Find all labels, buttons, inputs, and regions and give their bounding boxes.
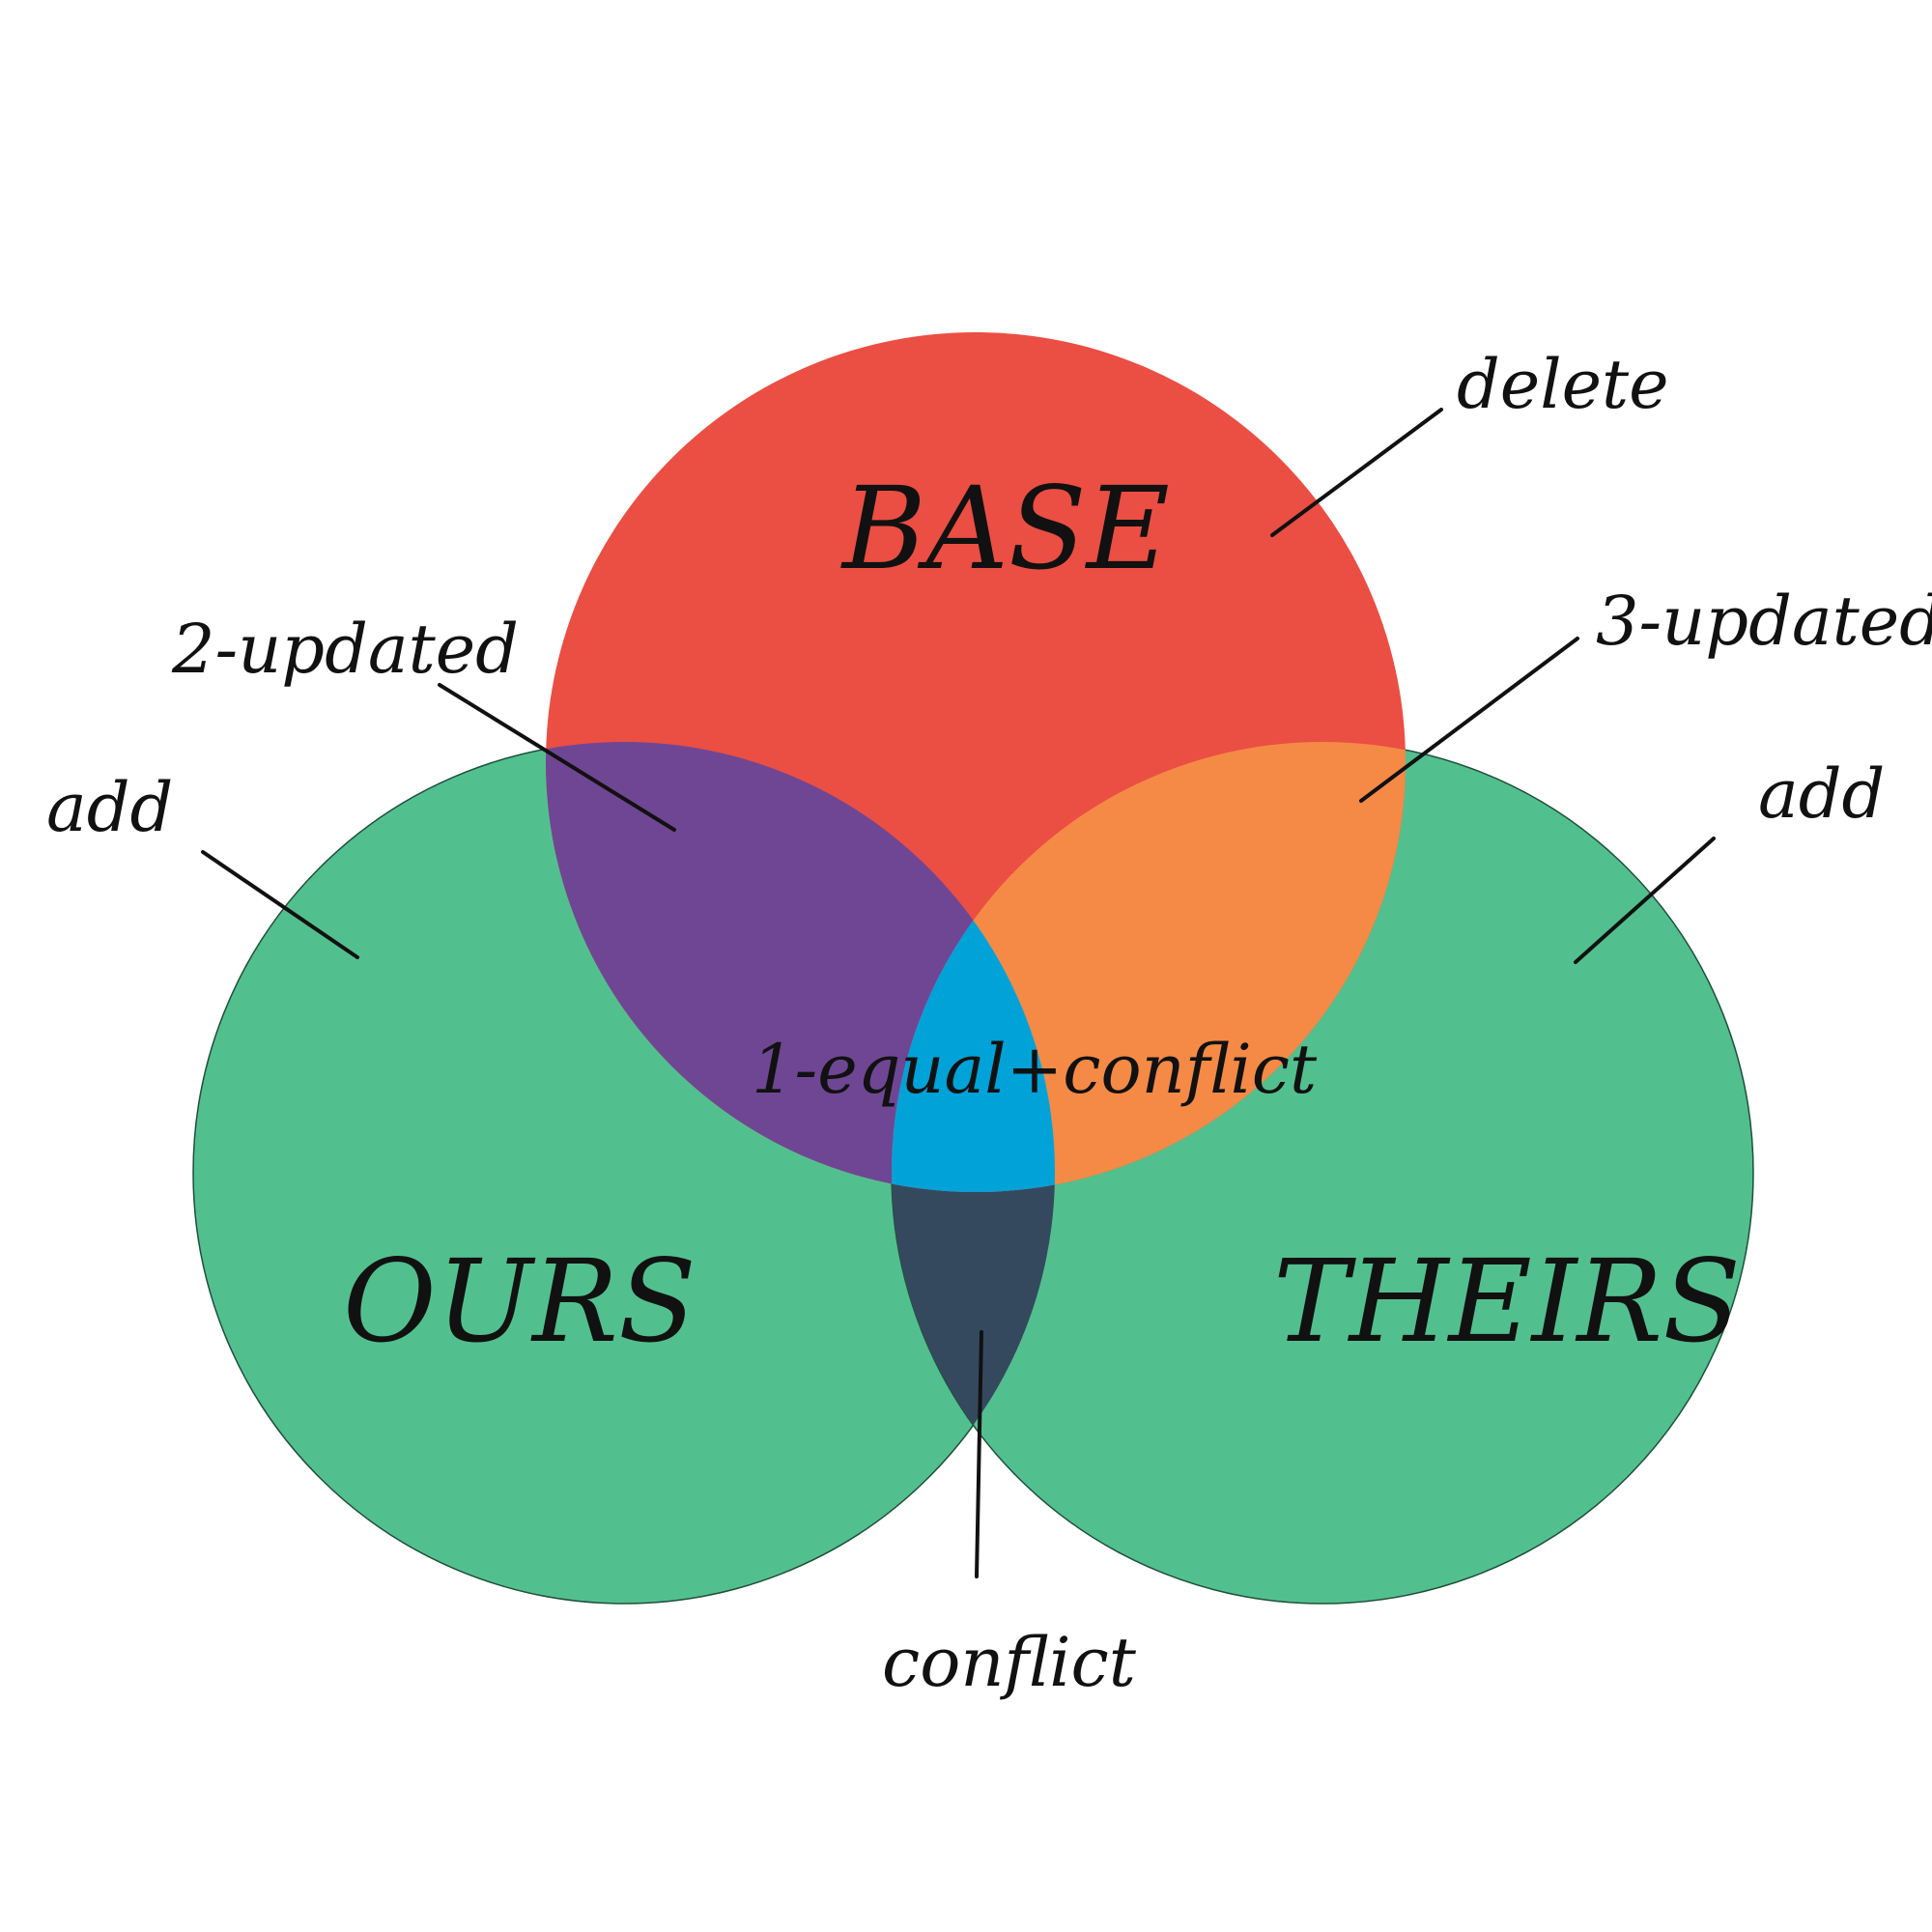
ours-label: OURS bbox=[343, 1235, 696, 1368]
delete-leader-line bbox=[1270, 408, 1443, 537]
theirs-label: THEIRS bbox=[1273, 1235, 1741, 1368]
add-theirs-label: add bbox=[1758, 754, 1885, 834]
add-ours-label: add bbox=[46, 768, 173, 847]
delete-label: delete bbox=[1457, 345, 1669, 424]
conflict-leader-line bbox=[975, 1330, 983, 1578]
updated-3-leader-line bbox=[1359, 637, 1579, 803]
updated-2-leader-line bbox=[438, 683, 676, 832]
add-ours-leader-line bbox=[201, 850, 359, 959]
equal-conflict-label: 1-equal+conflict bbox=[752, 1030, 1318, 1109]
updated-3-label: 3-updated bbox=[1596, 582, 1932, 661]
base-label: BASE bbox=[840, 462, 1170, 595]
add-theirs-leader-line bbox=[1574, 837, 1716, 964]
updated-2-label: 2-updated bbox=[171, 610, 519, 689]
conflict-label: conflict bbox=[882, 1623, 1137, 1702]
